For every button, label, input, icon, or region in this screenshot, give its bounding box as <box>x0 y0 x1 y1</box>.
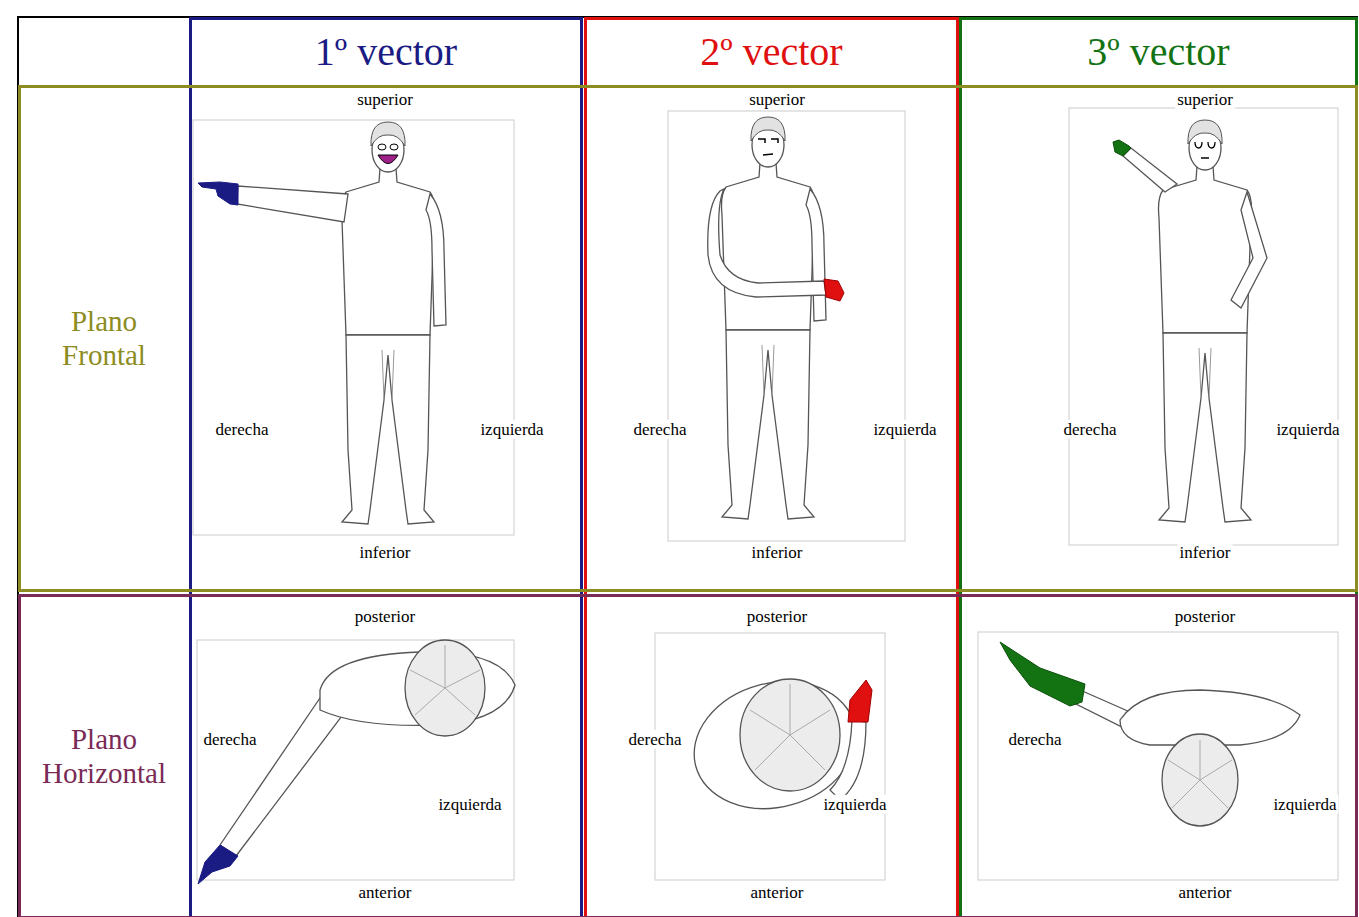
direction-label: izquierda <box>436 795 503 814</box>
row-heading: Plano Frontal <box>26 305 182 372</box>
person-figure <box>198 122 446 524</box>
label-anchor: inferior <box>750 543 805 563</box>
text-area: 2º vector <box>587 20 956 84</box>
person-figure <box>1113 120 1267 522</box>
direction-label: anterior <box>749 883 806 902</box>
picture-frames <box>193 108 1338 880</box>
label-anchor: posterior <box>353 607 417 627</box>
label-anchor: superior <box>1175 90 1235 110</box>
label-anchor: anterior <box>1177 883 1234 903</box>
label-anchor: superior <box>747 90 807 110</box>
label-anchor: derecha <box>214 420 271 440</box>
label-anchor: inferior <box>1178 543 1233 563</box>
label-anchor: izquierda <box>821 795 888 815</box>
direction-label: inferior <box>750 543 805 562</box>
direction-label: derecha <box>1007 730 1064 749</box>
label-anchor: anterior <box>749 883 806 903</box>
direction-label: izquierda <box>871 420 938 439</box>
direction-label: anterior <box>357 883 414 902</box>
direction-label: izquierda <box>821 795 888 814</box>
label-anchor: izquierda <box>1274 420 1341 440</box>
label-anchor: posterior <box>745 607 809 627</box>
direction-label: superior <box>747 90 807 109</box>
direction-label: posterior <box>745 607 809 626</box>
person-figure <box>708 117 844 519</box>
direction-label: derecha <box>627 730 684 749</box>
column-box: 3º vector <box>959 17 1358 917</box>
label-anchor: inferior <box>358 543 413 563</box>
top-view-figure <box>1000 642 1300 826</box>
label-anchor: derecha <box>1062 420 1119 440</box>
text-area: 3º vector <box>962 20 1355 84</box>
top-view-figure <box>198 640 515 884</box>
label-anchor: anterior <box>357 883 414 903</box>
label-anchor: izquierda <box>1271 795 1338 815</box>
direction-label: anterior <box>1177 883 1234 902</box>
direction-label: izquierda <box>478 420 545 439</box>
direction-label: posterior <box>353 607 417 626</box>
label-anchor: izquierda <box>871 420 938 440</box>
direction-label: inferior <box>1178 543 1233 562</box>
direction-label: derecha <box>632 420 689 439</box>
row-heading: Plano Horizontal <box>26 723 182 790</box>
direction-label: posterior <box>1173 607 1237 626</box>
text-area: Plano Horizontal <box>21 597 187 916</box>
row-band: Plano Frontal <box>18 85 1358 592</box>
direction-label: derecha <box>202 730 259 749</box>
label-anchor: derecha <box>632 420 689 440</box>
row-band: Plano Horizontal <box>18 594 1358 917</box>
direction-label: izquierda <box>1271 795 1338 814</box>
direction-label: derecha <box>1062 420 1119 439</box>
label-anchor: superior <box>355 90 415 110</box>
label-anchor: izquierda <box>478 420 545 440</box>
direction-label: inferior <box>358 543 413 562</box>
column-heading: 2º vector <box>700 29 842 75</box>
label-anchor: derecha <box>627 730 684 750</box>
label-anchor: izquierda <box>436 795 503 815</box>
text-area: 1º vector <box>192 20 580 84</box>
direction-label: superior <box>355 90 415 109</box>
direction-label: derecha <box>214 420 271 439</box>
column-box: 2º vector <box>584 17 959 917</box>
direction-label: superior <box>1175 90 1235 109</box>
label-anchor: derecha <box>202 730 259 750</box>
column-heading: 1º vector <box>315 29 457 75</box>
label-anchor: posterior <box>1173 607 1237 627</box>
label-anchor: derecha <box>1007 730 1064 750</box>
table-outline <box>18 17 1357 917</box>
column-box: 1º vector <box>189 17 583 917</box>
text-area: Plano Frontal <box>21 88 187 589</box>
column-heading: 3º vector <box>1087 29 1229 75</box>
direction-label: izquierda <box>1274 420 1341 439</box>
